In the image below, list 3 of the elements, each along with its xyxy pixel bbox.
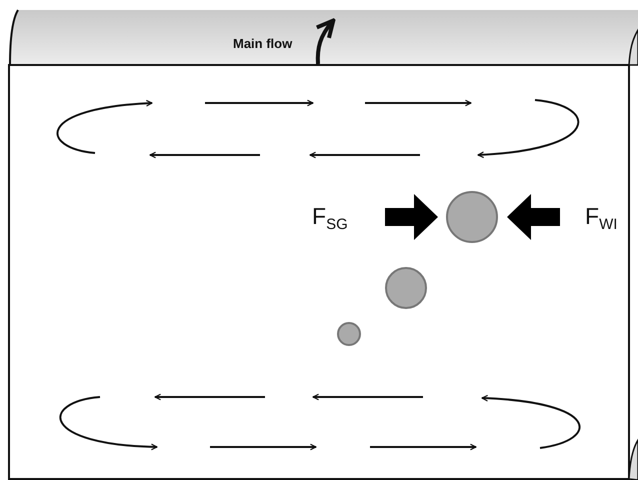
flow-label: Main flow (233, 36, 292, 51)
force-label: F$_{WI}$ (585, 203, 618, 233)
force-label: F$_{SG}$ (312, 203, 348, 233)
